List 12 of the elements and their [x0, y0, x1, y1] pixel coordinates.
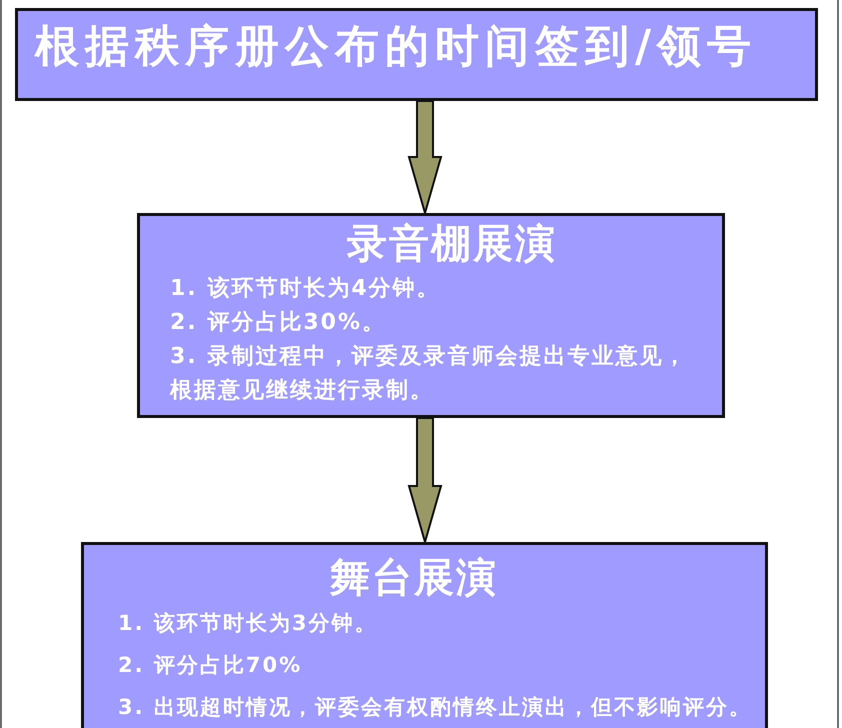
list-item: 3. 出现超时情况，评委会有权酌情终止演出，但不影响评分。: [118, 694, 752, 721]
list-item: 1. 该环节时长为4分钟。: [170, 274, 441, 303]
section-heading: 录音棚展演: [347, 220, 557, 268]
list-item: 1. 该环节时长为3分钟。: [118, 610, 378, 637]
section-heading: 舞台展演: [330, 554, 498, 602]
list-item: 2. 评分占比30%。: [170, 309, 386, 337]
list-item: 3. 录制过程中，评委及录音师会提出专业意见，根据意见继续进行录制。: [170, 342, 688, 405]
process-box: [137, 213, 725, 418]
step-title: 根据秩序册公布的时间签到/领号: [35, 21, 758, 73]
list-item: 2. 评分占比70%: [118, 652, 302, 679]
process-box: [15, 8, 818, 101]
process-box: [81, 542, 768, 728]
